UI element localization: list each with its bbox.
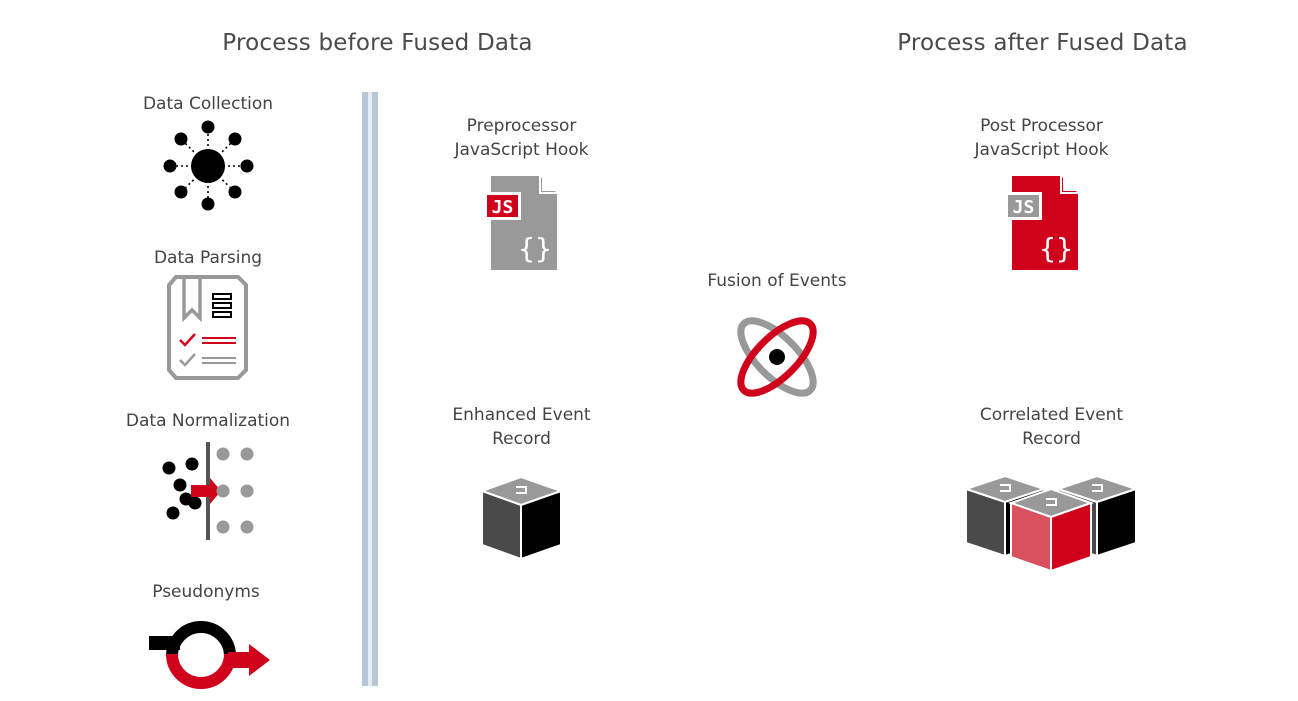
preprocessor-label-line1: Preprocessor [466,116,577,136]
divider-highlight [368,92,372,686]
preprocessor-braces: {} [518,232,552,265]
correlated-record-label-line2: Record [1022,429,1081,449]
postprocessor-js-file-icon: JS {} [1005,176,1078,270]
data-parsing-label: Data Parsing [153,248,263,268]
enhanced-record-cube-icon [480,475,564,561]
data-normalization-label: Data Normalization [125,411,291,431]
data-collection-icon [163,120,254,211]
enhanced-record-label-line2: Record [492,429,551,449]
data-parsing-icon [167,275,248,380]
preprocessor-label: Preprocessor JavaScript Hook [420,114,623,162]
heading-before-fused-data: Process before Fused Data [222,30,533,56]
heading-after-fused-data: Process after Fused Data [897,30,1188,56]
preprocessor-label-line2: JavaScript Hook [454,140,589,160]
divider [362,92,378,686]
postprocessor-braces: {} [1039,232,1073,265]
data-normalization-icon [162,442,254,540]
postprocessor-js-badge: JS [1013,197,1035,218]
postprocessor-label-line1: Post Processor [980,116,1103,136]
postprocessor-label-line2: JavaScript Hook [974,140,1109,160]
fusion-of-events-icon [737,317,817,397]
enhanced-record-label: Enhanced Event Record [420,403,623,451]
pseudonyms-icon [149,621,270,689]
data-collection-label: Data Collection [142,94,274,114]
preprocessor-js-file-icon: JS {} [484,176,557,270]
fusion-label: Fusion of Events [707,271,847,291]
enhanced-record-label-line1: Enhanced Event [452,405,591,425]
correlated-record-label-line1: Correlated Event [979,405,1124,425]
correlated-record-cubes-icon [964,474,1138,573]
correlated-front-cube [1007,487,1095,573]
preprocessor-js-badge: JS [492,197,514,218]
correlated-record-label: Correlated Event Record [950,403,1153,451]
pseudonyms-label: Pseudonyms [152,582,260,602]
postprocessor-label: Post Processor JavaScript Hook [940,114,1143,162]
